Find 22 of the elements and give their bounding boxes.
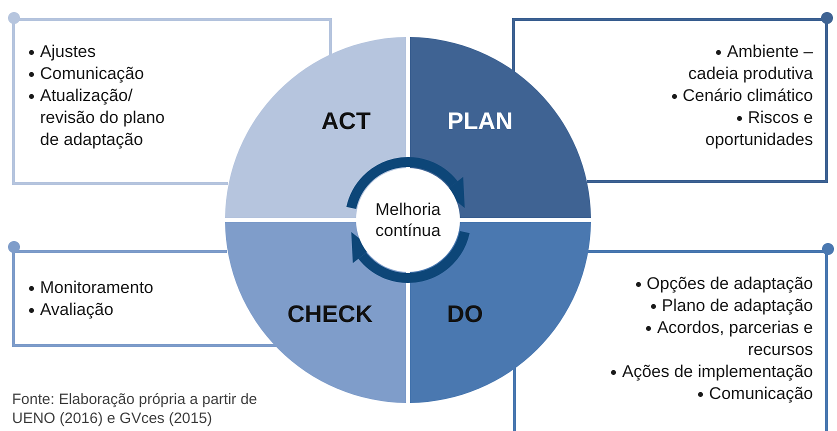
- bullet-item: Opções de adaptação: [588, 273, 813, 295]
- bullet-item: Cenário climático: [665, 85, 813, 107]
- phase-label: ACT: [321, 108, 371, 136]
- callout-box: [12, 250, 227, 347]
- bullet-item: Riscos e oportunidades: [665, 107, 813, 151]
- phase-label: CHECK: [287, 301, 373, 329]
- bullet-item: Acordos, parcerias e recursos: [588, 317, 813, 361]
- bullet-item: Atualização/ revisão do plano de adaptação: [29, 85, 171, 151]
- phase-label: DO: [447, 301, 483, 329]
- bullet-item: Comunicação: [588, 383, 813, 405]
- bullet-item: Ajustes: [29, 41, 171, 63]
- callout-box: [589, 250, 828, 431]
- bullet-item: Monitoramento: [29, 277, 219, 299]
- source-caption: Fonte: Elaboração própria a partir de UENO (2016) e GVces (2015): [12, 390, 258, 428]
- callout-box: [587, 18, 828, 183]
- phase-label: PLAN: [447, 108, 513, 136]
- bullet-item: Ambiente – cadeia produtiva: [665, 41, 813, 85]
- callout-box: [12, 18, 228, 185]
- bullet-item: Plano de adaptação: [588, 295, 813, 317]
- bullet-item: Ações de implementação: [588, 361, 813, 383]
- bullet-item: Comunicação: [29, 63, 171, 85]
- bullet-item: Avaliação: [29, 299, 219, 321]
